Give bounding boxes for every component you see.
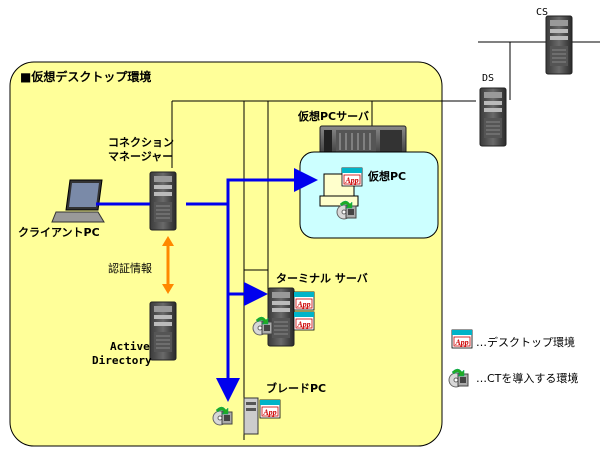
- virtual-desktop-region: [9, 61, 443, 447]
- app-window-icon: [259, 399, 281, 419]
- auth-arrow: [162, 236, 174, 294]
- app-window-icon: [293, 291, 315, 311]
- tower-server-icon: [479, 87, 507, 147]
- tower-server-icon: [267, 287, 295, 347]
- client-pc-label: クライアントPC: [18, 226, 100, 239]
- network-lines: [171, 41, 600, 440]
- app-window-icon: [293, 311, 315, 331]
- active-directory-label-line2: Directory: [92, 354, 152, 367]
- tower-server-icon: [149, 301, 177, 361]
- virtual-pc-server-label: 仮想PCサーバ: [298, 110, 370, 123]
- virtual-pc-box: [299, 151, 439, 239]
- active-directory-label-line1: Active: [110, 340, 150, 353]
- rack-server-icon: [319, 125, 407, 157]
- blade-pc-icon: [243, 397, 259, 435]
- cs-label: CS: [536, 7, 549, 18]
- virtual-pc-label: 仮想PC: [368, 170, 407, 183]
- connection-manager-label-line2: マネージャー: [108, 150, 174, 163]
- ds-label: DS: [482, 73, 495, 84]
- client-connections: [96, 168, 318, 402]
- tower-server-icon: [149, 171, 177, 231]
- blade-pc-label: ブレードPC: [266, 382, 327, 395]
- terminal-server-label: ターミナル サーバ: [276, 272, 368, 285]
- auth-info-label: 認証情報: [108, 262, 152, 275]
- app-window-icon: [451, 329, 473, 349]
- install-cd-icon: [448, 368, 469, 388]
- diagram-title: ■仮想デスクトップ環境: [20, 70, 152, 84]
- connection-manager-label-line1: コネクション: [108, 136, 174, 149]
- legend-ct-env: …CTを導入する環境: [476, 372, 579, 385]
- tower-server-icon: [545, 15, 573, 75]
- laptop-icon: [51, 179, 105, 223]
- legend-desktop-env: …デスクトップ環境: [476, 336, 575, 349]
- app-window-icon: [341, 167, 363, 187]
